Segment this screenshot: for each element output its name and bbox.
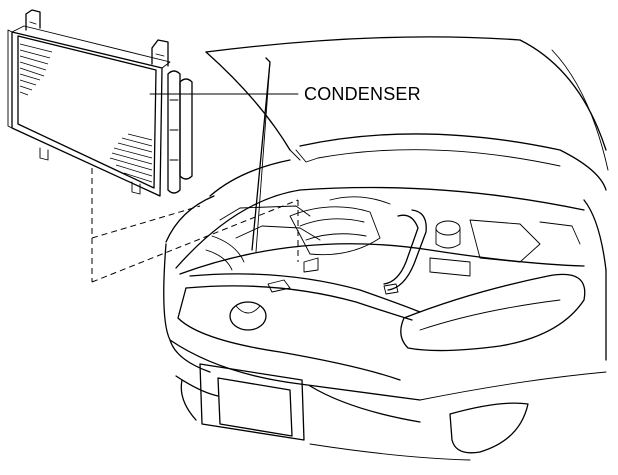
condenser-fins-lower <box>109 133 153 183</box>
condenser-illustration <box>7 9 193 197</box>
condenser-fins-upper <box>19 43 53 96</box>
installation-guide-lines <box>91 168 299 283</box>
engine-bay-components <box>205 196 581 295</box>
condenser-label: CONDENSER <box>304 84 421 104</box>
vehicle-front-illustration <box>163 36 609 461</box>
